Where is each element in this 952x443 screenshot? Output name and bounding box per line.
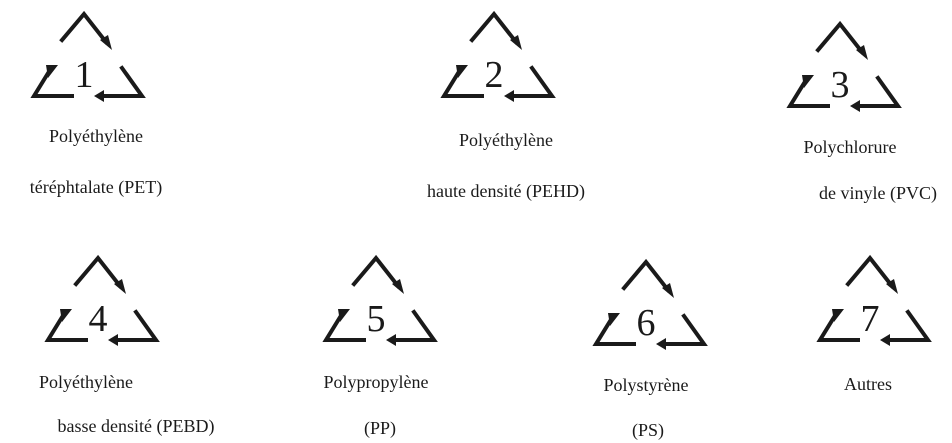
resin-code-number: 4 (88, 298, 108, 340)
resin-code-6: 6 (576, 258, 716, 363)
resin-name-line1: Polyéthylène (49, 126, 143, 146)
resin-name-line2: (PP) (363, 418, 397, 438)
resin-name-line1: Polyéthylène (459, 130, 553, 150)
resin-code-3: 3 (770, 20, 910, 125)
resin-name-line1: Polypropylène (323, 372, 429, 392)
resin-name-line1: Polychlorure (803, 137, 897, 157)
resin-name-line1: Autres (844, 374, 892, 394)
resin-name-line2: téréphtalate (PET) (29, 177, 163, 197)
resin-code-number: 6 (636, 302, 656, 344)
resin-code-number: 5 (366, 298, 386, 340)
resin-name-line2: basse densité (PEBD) (57, 416, 215, 436)
resin-code-4: 4 (28, 254, 168, 359)
resin-code-2: 2 (424, 10, 564, 115)
resin-code-number: 7 (860, 298, 880, 340)
resin-code-5: 5 (306, 254, 446, 359)
resin-code-number: 3 (830, 64, 850, 106)
resin-name-line1: Polyéthylène (39, 372, 133, 392)
resin-name-line2: (PS) (631, 420, 665, 440)
resin-name-line2: de vinyle (PVC) (819, 183, 937, 203)
resin-code-number: 1 (74, 54, 94, 96)
resin-code-7: 7 (800, 254, 940, 359)
resin-name-line2: haute densité (PEHD) (427, 181, 585, 201)
resin-code-1: 1 (14, 10, 154, 115)
resin-name-line1: Polystyrène (603, 375, 689, 395)
resin-code-number: 2 (484, 54, 504, 96)
